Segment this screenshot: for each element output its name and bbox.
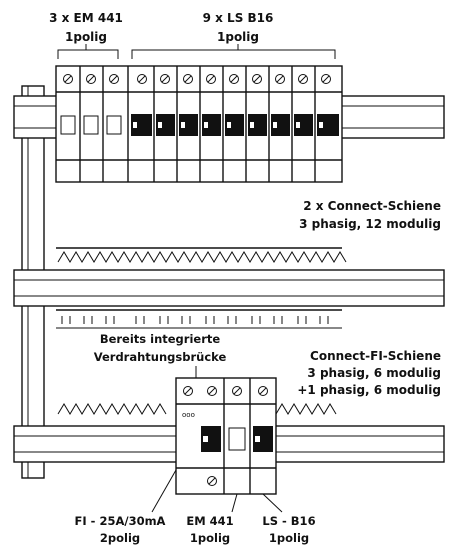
- svg-text:ooo: ooo: [182, 411, 195, 419]
- connect-rail-label-line1: 2 x Connect-Schiene: [303, 199, 441, 213]
- bridge-label-line2: Verdrahtungsbrücke: [94, 350, 227, 364]
- upper-module-dividers: [79, 66, 316, 182]
- bottom-leader-lines: [151, 469, 283, 513]
- em-toggle: [228, 427, 246, 451]
- em441-toggles: [60, 115, 122, 135]
- bridge-label-line1: Bereits integrierte: [100, 332, 221, 346]
- ls-group-label: 9 x LS B16 1polig: [203, 11, 274, 44]
- em441-group-label-line1: 3 x EM 441: [49, 11, 123, 25]
- middle-connect-rail: [13, 247, 445, 329]
- fi-label-line1: FI - 25A/30mA: [75, 514, 166, 528]
- group-brackets: [57, 44, 336, 59]
- fi-rail-label: Connect-FI-Schiene 3 phasig, 6 modulig +…: [297, 349, 441, 397]
- fi-label-line2: 2polig: [100, 531, 140, 545]
- fi-rail-label-line2: 3 phasig, 6 modulig: [307, 366, 441, 380]
- fi-label: FI - 25A/30mA 2polig: [75, 514, 166, 545]
- ls-label: LS - B16 1polig: [262, 514, 315, 545]
- ls-group-label-line1: 9 x LS B16: [203, 11, 274, 25]
- em-label: EM 441 1polig: [186, 514, 233, 545]
- connect-rail-label-line2: 3 phasig, 12 modulig: [299, 217, 441, 231]
- em-label-line1: EM 441: [186, 514, 233, 528]
- ls-toggle: [253, 426, 273, 452]
- fi-toggle: [201, 426, 221, 452]
- ls-label-line2: 1polig: [269, 531, 309, 545]
- fi-rail-label-line1: Connect-FI-Schiene: [310, 349, 441, 363]
- fi-rail-label-line3: +1 phasig, 6 modulig: [297, 383, 441, 397]
- upper-terminal-strip: [63, 74, 331, 84]
- upper-module-row: [55, 65, 343, 183]
- ls-label-line1: LS - B16: [262, 514, 315, 528]
- em441-group-label: 3 x EM 441 1polig: [49, 11, 123, 44]
- fi-module-block: ooo: [175, 377, 277, 495]
- ls-toggles: [131, 114, 339, 136]
- connect-rail-label: 2 x Connect-Schiene 3 phasig, 12 modulig: [299, 199, 441, 231]
- em-label-line2: 1polig: [190, 531, 230, 545]
- ls-group-label-line2: 1polig: [217, 30, 259, 44]
- em441-group-label-line2: 1polig: [65, 30, 107, 44]
